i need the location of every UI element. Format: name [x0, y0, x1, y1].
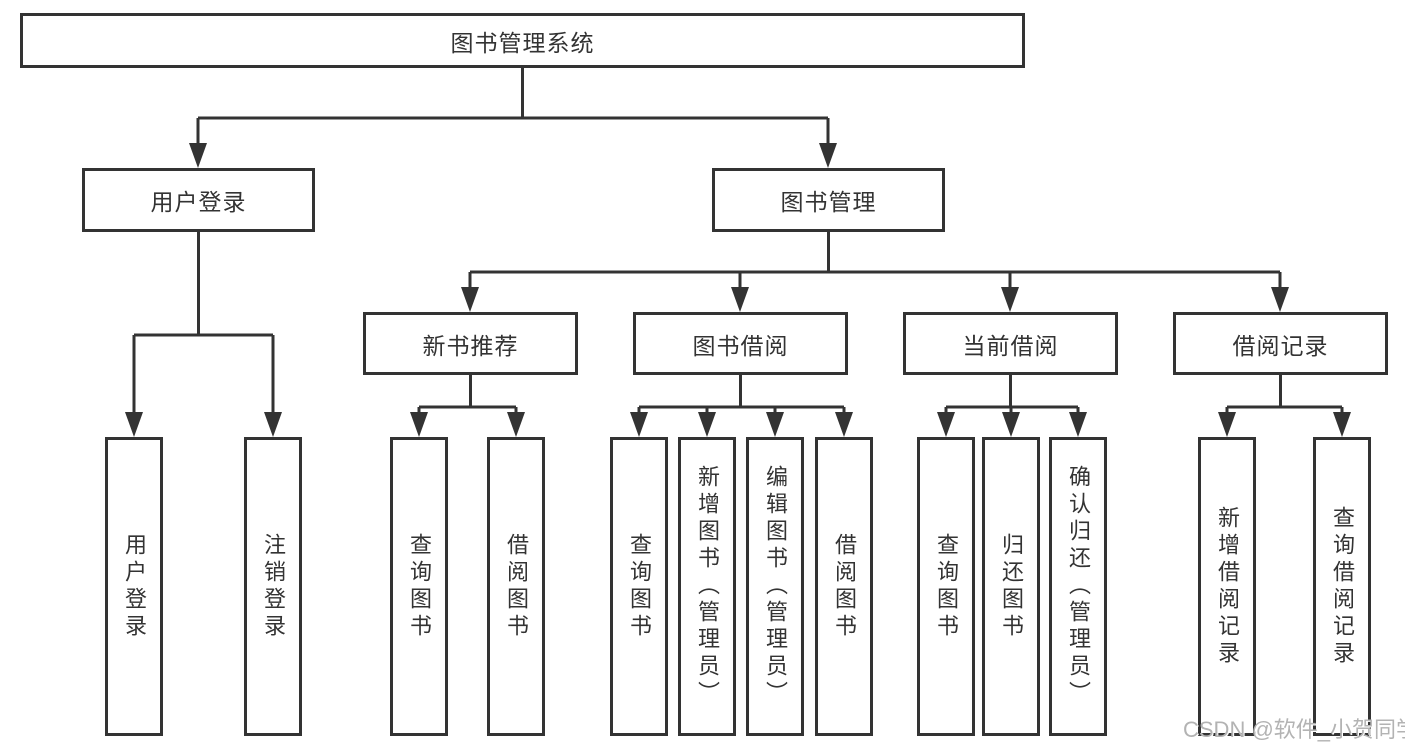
arrowhead — [1002, 412, 1020, 437]
leaf-confirm-return-admin: 确认归还（管理员） — [1049, 437, 1107, 736]
arrowhead — [1333, 412, 1351, 437]
node-label: 借阅记录 — [1232, 332, 1329, 359]
leaf-return-books: 归还图书 — [982, 437, 1040, 736]
node-label: 编辑图书（管理员） — [763, 465, 788, 708]
watermark-text: CSDN @软件_小贺同学 — [1183, 717, 1405, 742]
connector-new-book-split — [410, 375, 525, 437]
arrowhead — [1069, 412, 1087, 437]
arrowhead — [630, 412, 648, 437]
node-label: 新书推荐 — [422, 332, 519, 359]
arrowhead — [731, 287, 749, 312]
node-borrow-records: 借阅记录 — [1173, 312, 1388, 375]
connector-book-borrow-split — [630, 375, 853, 437]
arrowhead — [1001, 287, 1019, 312]
arrowhead — [819, 143, 837, 168]
arrowhead — [264, 412, 282, 437]
node-book-borrow: 图书借阅 — [633, 312, 848, 375]
leaf-new-book-borrow: 借阅图书 — [487, 437, 545, 736]
node-label: 查询借阅记录 — [1330, 505, 1355, 668]
node-label: 查询图书 — [627, 532, 652, 641]
arrowhead — [410, 412, 428, 437]
node-label: 当前借阅 — [962, 332, 1059, 359]
node-label: 用户登录 — [150, 189, 247, 215]
node-label: 图书借阅 — [692, 332, 789, 359]
arrowhead — [766, 412, 784, 437]
arrowhead — [1271, 287, 1289, 312]
leaf-current-query-books: 查询图书 — [917, 437, 975, 736]
node-label: 新增图书（管理员） — [695, 465, 720, 708]
node-current-borrow: 当前借阅 — [903, 312, 1118, 375]
node-new-book-recommend: 新书推荐 — [363, 312, 578, 375]
node-label: 借阅图书 — [504, 532, 529, 641]
node-label: 查询图书 — [407, 532, 432, 641]
leaf-borrow-books: 借阅图书 — [815, 437, 873, 736]
arrowhead — [835, 412, 853, 437]
node-label: 归还图书 — [999, 532, 1024, 641]
node-label: 注销登录 — [261, 532, 286, 641]
arrowhead — [698, 412, 716, 437]
arrowhead — [461, 287, 479, 312]
leaf-add-books-admin: 新增图书（管理员） — [678, 437, 736, 736]
connector-root-split — [189, 68, 837, 168]
node-label: 查询图书 — [934, 532, 959, 641]
node-book-management: 图书管理 — [712, 168, 945, 232]
node-root: 图书管理系统 — [20, 13, 1025, 68]
arrowhead — [937, 412, 955, 437]
arrowhead — [1218, 412, 1236, 437]
connector-borrow-records-split — [1218, 375, 1351, 437]
node-label: 用户登录 — [122, 532, 147, 641]
node-label: 图书管理系统 — [450, 29, 595, 56]
connector-book-management-split — [461, 232, 1289, 312]
arrowhead — [125, 412, 143, 437]
leaf-new-book-query: 查询图书 — [390, 437, 448, 736]
arrowhead — [507, 412, 525, 437]
connector-current-borrow-split — [937, 375, 1087, 437]
leaf-logout: 注销登录 — [244, 437, 302, 736]
leaf-borrow-query-books: 查询图书 — [610, 437, 668, 736]
node-label: 确认归还（管理员） — [1066, 465, 1091, 708]
node-label: 借阅图书 — [832, 532, 857, 641]
connector-user-login-split — [125, 232, 282, 437]
node-label: 图书管理 — [780, 189, 877, 215]
arrowhead — [189, 143, 207, 168]
leaf-edit-books-admin: 编辑图书（管理员） — [746, 437, 804, 736]
leaf-add-borrow-record: 新增借阅记录 — [1198, 437, 1256, 736]
node-user-login: 用户登录 — [82, 168, 315, 232]
leaf-query-borrow-record: 查询借阅记录 — [1313, 437, 1371, 736]
node-label: 新增借阅记录 — [1215, 505, 1240, 668]
leaf-user-login: 用户登录 — [105, 437, 163, 736]
